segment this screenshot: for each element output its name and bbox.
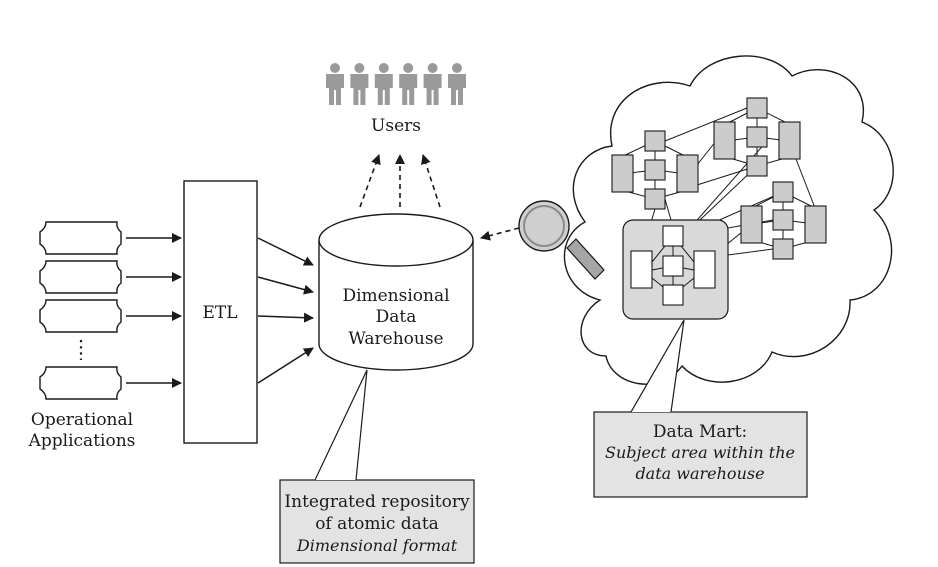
- entity-node: [611, 154, 634, 193]
- operational-applications: Operational Applications: [28, 221, 136, 451]
- data-mart-area: [622, 219, 729, 320]
- entity-node: [772, 209, 794, 231]
- etl-arrow-1: [257, 237, 314, 266]
- entity-cluster-c: [740, 181, 827, 260]
- cloud-shape: [563, 55, 894, 385]
- source-application-3: [39, 299, 122, 333]
- etl-arrow-3: [257, 312, 314, 323]
- entity-node: [746, 97, 768, 119]
- person-icon: [399, 63, 418, 105]
- link-cluster: [696, 140, 717, 166]
- entity-node: [746, 155, 768, 177]
- data-mart-callout: Data Mart: Subject area within the data …: [593, 319, 808, 498]
- data-mart-callout-line2: data warehouse: [635, 464, 764, 483]
- link-cluster: [664, 107, 748, 142]
- magnifying-glass-icon: [480, 200, 605, 280]
- magnifier-lens: [518, 200, 570, 252]
- repository-callout-line2: of atomic data: [315, 514, 439, 534]
- magnifier-lens-rim: [523, 205, 565, 247]
- warehouse-label-line2: Data: [376, 307, 417, 327]
- users-arrow-left: [359, 154, 381, 208]
- source-application-4: [39, 366, 122, 400]
- etl-box: ETL: [183, 180, 258, 444]
- users-icons: [326, 63, 466, 105]
- mart-node: [693, 250, 716, 289]
- person-icon: [326, 63, 344, 105]
- source-application-2: [39, 260, 122, 294]
- warehouse-label-line3: Warehouse: [348, 329, 443, 349]
- etl-label: ETL: [202, 303, 237, 323]
- person-icon: [374, 63, 393, 105]
- entity-node: [804, 205, 827, 244]
- entity-node: [778, 121, 801, 160]
- warehouse-top: [318, 213, 474, 267]
- entity-node: [772, 181, 794, 203]
- entity-node: [740, 205, 763, 244]
- users-arrow-right: [421, 154, 441, 208]
- entity-node: [644, 159, 666, 181]
- data-mart-callout-box: [593, 411, 808, 498]
- person-icon: [448, 63, 466, 105]
- data-mart-callout-title: Data Mart:: [653, 422, 747, 442]
- entity-node: [644, 130, 666, 152]
- etl-arrow-4: [257, 347, 314, 384]
- source-to-etl-arrows: [126, 233, 182, 388]
- dimensional-data-warehouse: Dimensional Data Warehouse: [318, 213, 474, 371]
- entity-node: [713, 121, 736, 160]
- data-mart-callout-pointer: [630, 319, 685, 413]
- entity-cluster-a: [611, 130, 699, 210]
- operational-label-line1: Operational: [31, 410, 133, 430]
- users-label: Users: [371, 116, 421, 136]
- entity-node: [644, 188, 666, 210]
- magnifier-handle: [566, 238, 605, 280]
- warehouse-label-line1: Dimensional: [342, 286, 449, 306]
- repository-callout-pointer: [314, 369, 368, 481]
- entity-node: [772, 238, 794, 260]
- source-application-1: [39, 221, 122, 255]
- mart-node: [662, 225, 684, 247]
- entity-node: [746, 126, 768, 148]
- warehouse-body: [318, 240, 474, 371]
- mart-node: [630, 250, 653, 289]
- etl-arrow-2: [257, 276, 314, 295]
- person-icon: [350, 63, 369, 105]
- data-warehouse-cloud: [563, 55, 894, 385]
- entity-cluster-b: [713, 97, 801, 177]
- etl-to-warehouse-arrows: [257, 237, 314, 384]
- mart-node: [662, 255, 684, 277]
- data-mart-callout-line1: Subject area within the: [605, 443, 795, 462]
- users-group: Users: [326, 63, 466, 136]
- etl-rect: [183, 180, 258, 444]
- mart-node: [662, 284, 684, 306]
- magnifier-to-warehouse-arrow: [480, 227, 520, 241]
- repository-callout-line1: Integrated repository: [284, 492, 470, 512]
- operational-label-line2: Applications: [28, 431, 136, 451]
- warehouse-to-users-arrows: [359, 154, 441, 208]
- repository-callout-box: [279, 479, 475, 564]
- entity-node: [676, 154, 699, 193]
- person-icon: [423, 63, 442, 105]
- repository-callout: Integrated repository of atomic data Dim…: [279, 369, 475, 564]
- repository-callout-line3: Dimensional format: [296, 536, 458, 555]
